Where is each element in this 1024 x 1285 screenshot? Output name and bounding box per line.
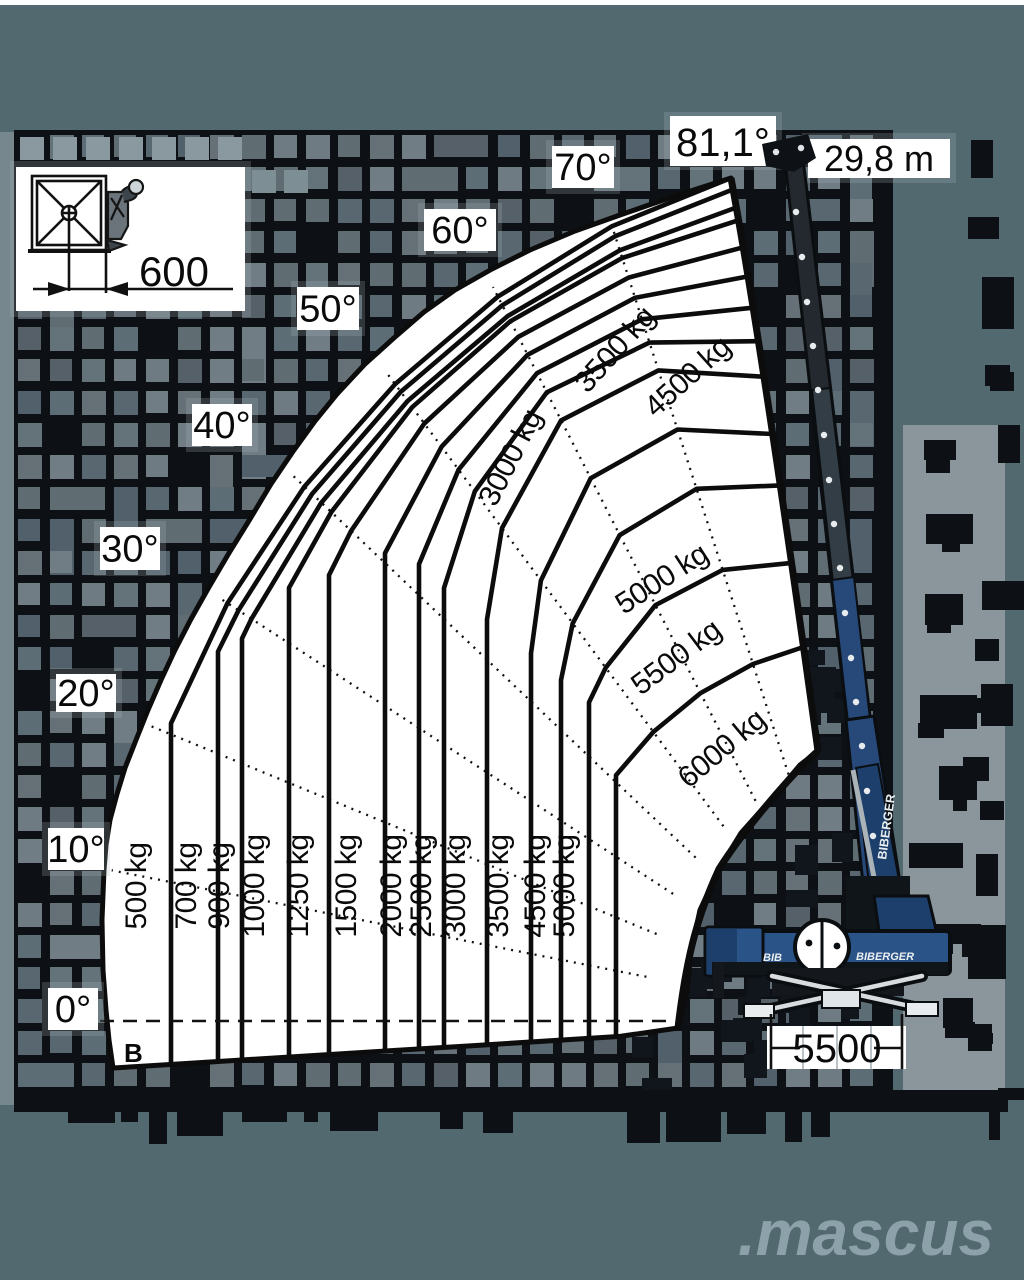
svg-text:5000 kg: 5000 kg <box>548 834 581 937</box>
svg-text:50°: 50° <box>299 289 356 331</box>
svg-text:20°: 20° <box>57 673 114 715</box>
svg-text:1000 kg: 1000 kg <box>238 834 271 937</box>
svg-text:BIB: BIB <box>763 952 782 964</box>
svg-text:81,1°: 81,1° <box>676 121 770 165</box>
svg-text:BIBERGER: BIBERGER <box>856 951 914 963</box>
svg-text:70°: 70° <box>554 147 611 189</box>
svg-text:29,8 m: 29,8 m <box>824 138 934 179</box>
svg-text:1500 kg: 1500 kg <box>330 834 363 937</box>
svg-text:B: B <box>124 1038 143 1068</box>
svg-text:4500 kg: 4500 kg <box>519 834 552 937</box>
svg-text:3000 kg: 3000 kg <box>439 834 472 937</box>
svg-text:1250 kg: 1250 kg <box>282 834 315 937</box>
svg-text:2000 kg: 2000 kg <box>375 834 408 937</box>
svg-text:600: 600 <box>139 248 209 295</box>
svg-text:10°: 10° <box>47 829 104 871</box>
svg-text:2500 kg: 2500 kg <box>405 834 438 937</box>
svg-text:3500 kg: 3500 kg <box>482 834 515 937</box>
svg-text:30°: 30° <box>101 529 158 571</box>
svg-text:0°: 0° <box>55 989 91 1031</box>
svg-text:5500: 5500 <box>793 1027 882 1071</box>
svg-text:900 kg: 900 kg <box>203 842 236 929</box>
svg-text:500 kg: 500 kg <box>120 842 153 929</box>
svg-text:60°: 60° <box>431 210 488 252</box>
svg-text:.mascus: .mascus <box>738 1197 994 1269</box>
svg-text:40°: 40° <box>193 405 250 447</box>
svg-text:700 kg: 700 kg <box>170 842 203 929</box>
